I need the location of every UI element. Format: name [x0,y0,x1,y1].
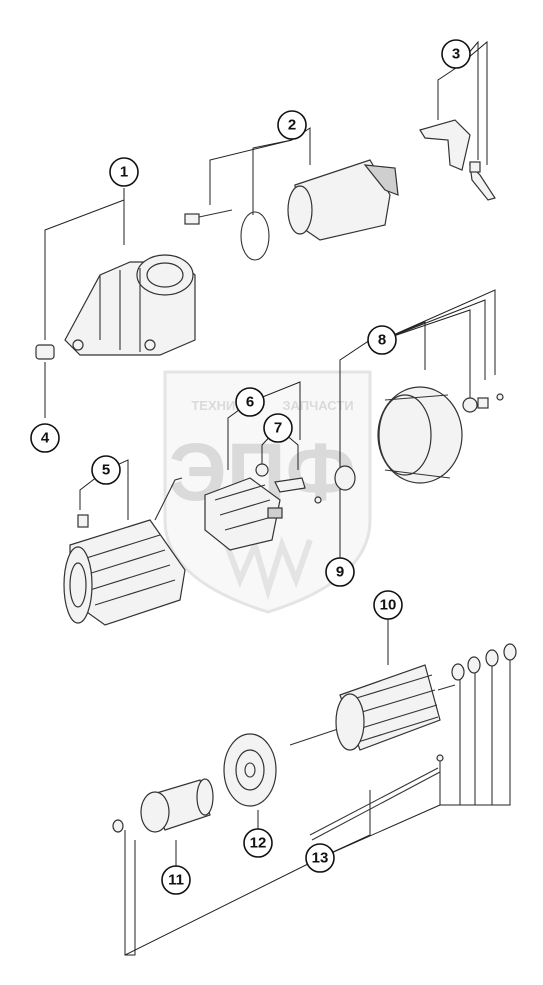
svg-text:8: 8 [378,332,386,349]
callout-5: 5 [91,455,121,485]
callout-12: 12 [243,828,273,858]
callout-2: 2 [277,110,307,140]
svg-text:13: 13 [312,850,329,867]
field-frame [63,477,186,626]
armature [289,643,517,751]
svg-text:12: 12 [250,835,267,852]
brush-holder [204,463,322,551]
engagement-lever [419,119,496,201]
svg-text:2: 2 [288,117,296,134]
svg-text:1: 1 [120,164,128,181]
solenoid [184,159,399,261]
callout-4: 4 [30,423,60,453]
callouts: 1 2 3 4 5 6 7 8 9 10 11 12 13 [30,39,471,895]
callout-10: 10 [373,590,403,620]
svg-text:5: 5 [102,462,110,479]
callout-3: 3 [441,39,471,69]
thrust-washer [334,465,356,491]
callout-8: 8 [367,325,397,355]
intermediate-plate [223,733,277,807]
through-bolts [309,754,444,841]
callout-1: 1 [109,157,139,187]
callout-6: 6 [235,387,265,417]
svg-text:9: 9 [336,564,344,581]
pinion-drive [112,778,214,833]
leader-lines [44,40,511,956]
svg-text:3: 3 [452,46,460,63]
callout-11: 11 [161,865,191,895]
bushing [35,344,55,360]
svg-text:10: 10 [380,597,397,614]
drive-end-housing [64,254,196,356]
svg-text:4: 4 [41,430,50,447]
svg-text:7: 7 [274,420,282,437]
commutator-end-cover [377,386,504,484]
callout-13: 13 [305,843,335,873]
callout-9: 9 [325,557,355,587]
svg-text:11: 11 [168,872,184,889]
svg-text:6: 6 [246,394,254,411]
watermark-text-right: ЗАПЧАСТИ [282,398,353,413]
callout-7: 7 [263,413,293,443]
